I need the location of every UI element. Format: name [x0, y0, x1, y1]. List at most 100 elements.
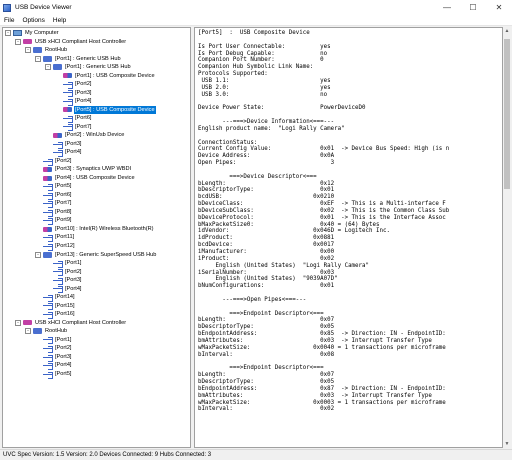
maximize-button[interactable]: ☐ — [469, 3, 477, 12]
tree-node-label: [Port3] — [55, 353, 72, 360]
details-scrollbar[interactable]: ▲ ▼ — [503, 27, 511, 448]
port-icon — [43, 201, 53, 209]
details-line — [198, 359, 498, 366]
tree-node[interactable]: [Port3] — [55, 89, 92, 98]
tree-node-label: [Port1] : USB Composite Device — [75, 72, 155, 79]
tree-node[interactable]: [Port6] — [35, 191, 72, 200]
tree-node[interactable]: [Port5] — [35, 370, 72, 379]
tree-node[interactable]: - [Port13] : Generic SuperSpeed USB Hub — [35, 251, 157, 260]
collapse-toggle-icon[interactable]: - — [15, 319, 21, 326]
tree-node-label: [Port13] : Generic SuperSpeed USB Hub — [55, 251, 157, 258]
tree-node[interactable]: [Port4] : USB Composite Device — [35, 174, 136, 183]
collapse-toggle-icon[interactable]: - — [35, 251, 41, 258]
tree-node[interactable]: [Port6] — [55, 114, 92, 123]
collapse-toggle-icon[interactable]: - — [25, 47, 31, 54]
details-line: bcdUSB: 0x0210 — [198, 194, 335, 201]
details-line: bDeviceProtocol: 0x01 -> This is the Int… — [198, 214, 446, 221]
tree-node[interactable]: -USB xHCI Compliant Host Controller — [15, 319, 127, 328]
device-tree[interactable]: -My Computer-USB xHCI Compliant Host Con… — [2, 27, 191, 448]
tree-node[interactable]: [Port11] — [35, 233, 75, 243]
tree-node[interactable]: [Port7] — [35, 199, 72, 209]
tree-node[interactable]: [Port4] — [55, 97, 92, 106]
details-line — [198, 133, 498, 140]
details-line: bDescriptorType: 0x05 — [198, 324, 335, 331]
tree-node[interactable]: [Port15] — [35, 302, 76, 311]
scroll-down-arrow-icon[interactable]: ▼ — [504, 441, 510, 447]
device-icon — [63, 73, 72, 79]
tree-node[interactable]: [Port3] : Synaptics UWP WBDI — [35, 165, 132, 174]
collapse-toggle-icon[interactable]: - — [25, 328, 31, 335]
details-line: Open Pipes: 3 — [198, 160, 335, 167]
tree-node[interactable]: [Port3] — [45, 276, 82, 285]
tree-node[interactable]: [Port1] — [35, 336, 72, 345]
scroll-up-arrow-icon[interactable]: ▲ — [504, 28, 510, 34]
tree-node[interactable]: [Port1] — [45, 259, 82, 268]
tree-node[interactable]: [Port2] — [35, 344, 72, 353]
tree-node[interactable]: [Port10] : Intel(R) Wireless Bluetooth(R… — [35, 225, 155, 234]
collapse-toggle-icon[interactable]: - — [35, 55, 41, 62]
tree-node[interactable]: [Port2] : WinUsb Device — [45, 131, 125, 140]
details-line: bmAttributes: 0x03 -> Interrupt Transfer… — [198, 392, 432, 399]
tree-node-label: [Port14] — [55, 294, 75, 301]
pane-splitter[interactable] — [192, 27, 194, 448]
tree-node-label: [Port5] — [55, 370, 72, 377]
port-icon — [43, 303, 53, 311]
tree-node-label: [Port3] — [75, 89, 92, 96]
tree-node[interactable]: [Port16] — [35, 310, 76, 319]
tree-node[interactable]: -[Port1] : Generic USB Hub — [45, 63, 132, 72]
close-button[interactable]: ✕ — [495, 3, 503, 12]
port-icon — [53, 269, 63, 277]
tree-node[interactable]: [Port12] — [35, 242, 76, 251]
details-line: idVendor: 0x046D = Logitech Inc. — [198, 228, 390, 235]
port-icon — [43, 243, 53, 251]
collapse-toggle-icon[interactable]: - — [45, 64, 51, 71]
hub-icon — [43, 251, 52, 258]
tree-node[interactable]: [Port9] — [35, 216, 72, 226]
details-pane[interactable]: [Port5] : USB Composite Device Is Port U… — [194, 27, 503, 448]
tree-node[interactable]: [Port2] — [45, 268, 82, 277]
tree-node[interactable]: [Port5] — [35, 182, 72, 192]
port-icon — [43, 184, 53, 192]
tree-node[interactable]: [Port4] — [35, 361, 72, 371]
tree-node[interactable]: [Port14] — [35, 293, 76, 302]
tree-node-label: [Port4] — [65, 149, 82, 156]
tree-node[interactable]: [Port8] — [35, 208, 72, 217]
tree-node[interactable]: [Port7] — [55, 123, 92, 132]
menu-file[interactable]: File — [4, 16, 15, 24]
details-line: bDeviceClass: 0xEF -> This is a Multi-in… — [198, 201, 446, 208]
controller-icon — [23, 320, 32, 326]
tree-node[interactable]: [Port1] : USB Composite Device — [55, 72, 156, 81]
minimize-button[interactable]: — — [443, 3, 451, 12]
menu-options[interactable]: Options — [22, 16, 45, 24]
tree-node[interactable]: [Port2] — [35, 157, 72, 166]
menu-help[interactable]: Help — [52, 16, 67, 24]
tree-node[interactable]: -RootHub — [25, 327, 68, 336]
tree-node[interactable]: [Port3] — [35, 353, 72, 362]
scroll-thumb[interactable] — [504, 39, 510, 189]
details-line: bEndpointAddress: 0x87 -> Direction: IN … — [198, 385, 446, 392]
collapse-toggle-icon[interactable]: - — [15, 38, 21, 45]
tree-node-label: [Port7] — [55, 200, 72, 207]
details-line: USB 1.1: yes — [198, 77, 331, 84]
tree-node[interactable]: [Port3] — [45, 140, 82, 149]
tree-node-label: [Port8] — [55, 208, 72, 215]
tree-node[interactable]: [Port4] — [45, 148, 82, 158]
tree-node[interactable]: [Port2] — [55, 80, 92, 89]
details-line: Is Port Debug Capable: no — [198, 50, 328, 57]
tree-node[interactable]: [Port5] : USB Composite Device — [55, 105, 156, 115]
details-line: Companion Port Number: 0 — [198, 57, 324, 64]
details-line: English (United States) "Logi Rally Came… — [198, 262, 370, 269]
tree-node[interactable]: -USB xHCI Compliant Host Controller — [15, 38, 127, 47]
collapse-toggle-icon[interactable]: - — [5, 30, 11, 37]
tree-node[interactable]: [Port4] — [45, 285, 82, 294]
details-line: iSerialNumber: 0x03 — [198, 269, 335, 276]
tree-node-label: My Computer — [25, 30, 59, 36]
tree-node[interactable]: - My Computer — [5, 29, 60, 38]
port-icon — [63, 81, 73, 89]
tree-node[interactable]: -RootHub — [25, 46, 68, 55]
port-icon — [43, 354, 53, 362]
tree-node[interactable]: -[Port1] : Generic USB Hub — [35, 55, 122, 64]
details-line: bDeviceSubClass: 0x02 -> This is the Com… — [198, 207, 450, 214]
details-line: bNumConfigurations: 0x01 — [198, 283, 335, 290]
status-bar: UVC Spec Version: 1.5 Version: 2.0 Devic… — [0, 449, 512, 460]
